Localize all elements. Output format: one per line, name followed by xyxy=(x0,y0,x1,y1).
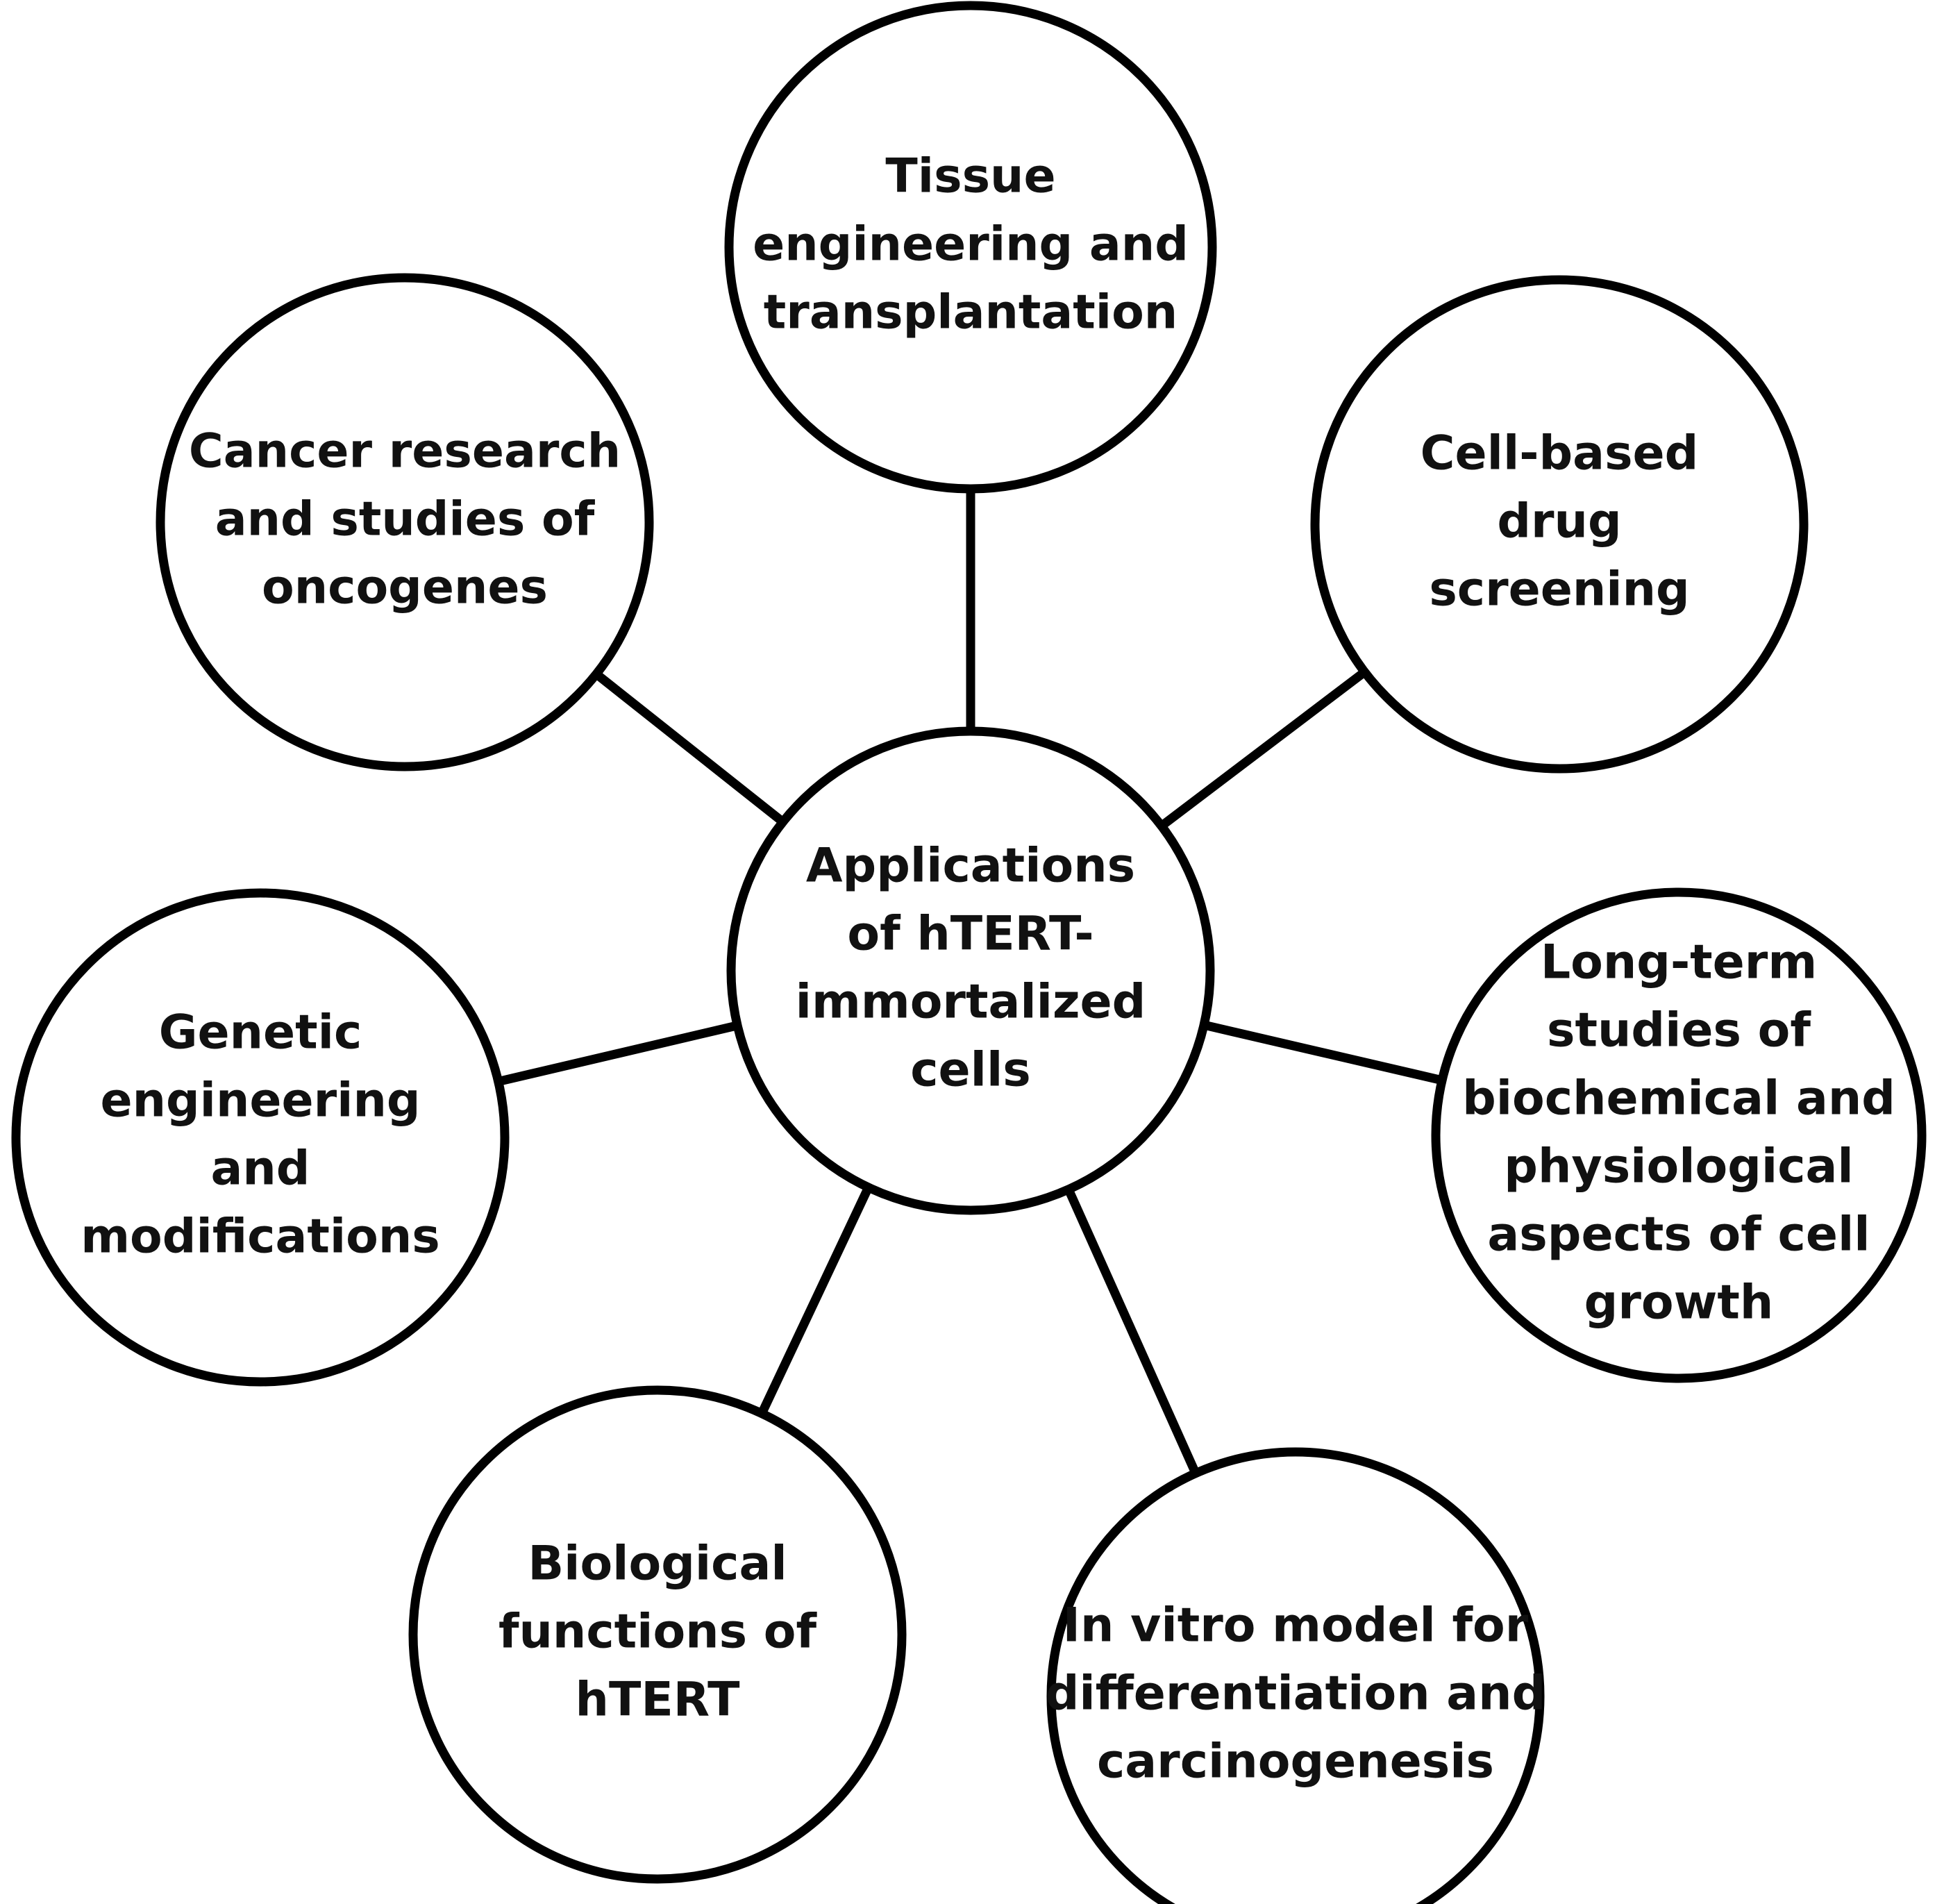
connector-genetic xyxy=(497,1021,739,1086)
node-in-vitro: In vitro model for differentiation and car… xyxy=(1046,1447,1546,1904)
node-long-term-label-line: growth xyxy=(1584,1276,1774,1330)
node-in-vitro-label-line: carcinogenesis xyxy=(1097,1735,1494,1789)
node-genetic: Genetic engineering and modifications xyxy=(11,888,510,1387)
node-biological-circle xyxy=(408,1385,907,1884)
node-in-vitro-circle xyxy=(1046,1447,1545,1904)
node-biological-label-line: Biological xyxy=(528,1537,787,1592)
node-genetic-circle xyxy=(11,888,510,1387)
node-genetic-label-line: Genetic xyxy=(159,1005,362,1060)
central-node-circle xyxy=(726,726,1215,1215)
node-long-term-circle xyxy=(1431,887,1927,1383)
node-long-term-label-line: studies of xyxy=(1547,1003,1811,1058)
node-biological: Biological functions of hTERT xyxy=(408,1385,907,1884)
connectors xyxy=(497,489,1443,1476)
node-cancer-label-line: Cancer research xyxy=(189,424,621,479)
central-node-label-line: immortalized xyxy=(796,975,1146,1030)
node-cell-based: Cell-based drug screening xyxy=(1310,275,1809,774)
connector-biological xyxy=(757,1185,873,1416)
node-genetic-label-line: engineering xyxy=(100,1074,420,1128)
connector-in-vitro xyxy=(1064,1187,1200,1476)
node-tissue-label-line: transplantation xyxy=(764,285,1178,340)
node-long-term-label-line: biochemical and xyxy=(1462,1071,1895,1126)
node-long-term: Long-term studies of biochemical and physio… xyxy=(1431,887,1927,1383)
node-in-vitro-label-line: In vitro model for xyxy=(1063,1598,1529,1653)
node-biological-label-line: hTERT xyxy=(576,1673,741,1728)
nodes: Applications of hTERT-immortalized cells Ti… xyxy=(11,1,1927,1904)
connector-long-term xyxy=(1203,1020,1443,1085)
connector-cell-based xyxy=(1158,668,1368,830)
node-cell-based-label-line: Cell-based xyxy=(1421,426,1699,481)
central-node-label-line: Applications xyxy=(806,839,1135,894)
node-cancer-circle xyxy=(156,273,654,771)
node-cell-based-circle xyxy=(1310,275,1809,774)
node-tissue: Tissue engineering and transplantation xyxy=(724,1,1217,494)
node-tissue-label-line: engineering and xyxy=(753,217,1189,272)
central-node-label-line: of hTERT- xyxy=(847,907,1094,962)
central-node: Applications of hTERT-immortalized cells xyxy=(726,726,1215,1215)
node-cell-based-label-line: drug xyxy=(1497,494,1621,549)
node-cancer-label-line: and studies of xyxy=(215,492,596,547)
node-tissue-label-line: Tissue xyxy=(885,149,1055,204)
node-long-term-label-line: physiological xyxy=(1504,1139,1853,1194)
central-node-label-line: cells xyxy=(910,1043,1031,1098)
node-in-vitro-label-line: differentiation and xyxy=(1046,1667,1546,1721)
connector-cancer xyxy=(593,670,786,826)
node-cancer-label-line: oncogenes xyxy=(262,560,548,615)
node-long-term-label-line: Long-term xyxy=(1541,935,1817,990)
node-long-term-label-line: aspects of cell xyxy=(1487,1208,1870,1262)
node-cell-based-label-line: screening xyxy=(1429,562,1689,617)
node-cancer: Cancer research and studies of oncogenes xyxy=(156,273,654,771)
node-biological-label-line: functions of xyxy=(498,1605,818,1660)
node-genetic-label-line: modifications xyxy=(81,1210,440,1264)
node-tissue-circle xyxy=(724,1,1217,494)
node-genetic-label-line: and xyxy=(211,1142,310,1196)
